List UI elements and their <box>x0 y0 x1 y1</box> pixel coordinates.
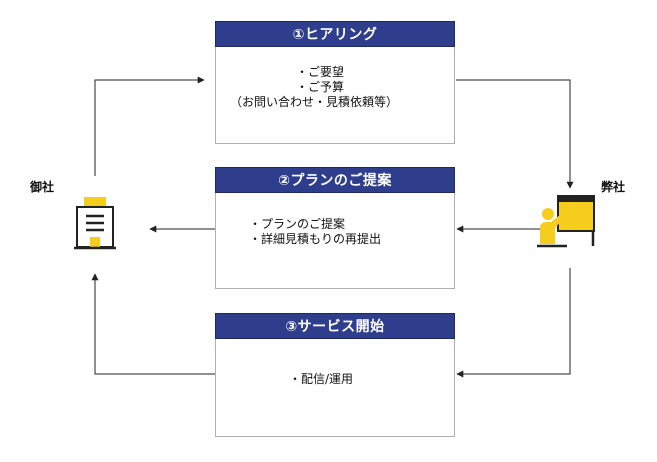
step-hearing-line: ・ご要望 <box>296 65 345 79</box>
office-building-icon <box>74 197 116 250</box>
company-label: 弊社 <box>601 180 626 194</box>
step-proposal-line: ・プランのご提案 <box>249 217 346 231</box>
step-service-title: ③サービス開始 <box>285 319 385 335</box>
step-proposal-title: ②プランのご提案 <box>278 173 392 189</box>
arrow-company-to-service <box>456 268 571 378</box>
client-label: 御社 <box>30 180 55 194</box>
step-service-header: ③サービス開始 <box>215 313 455 339</box>
step-proposal-line: ・詳細見積もりの再提出 <box>249 232 382 246</box>
step-hearing-line: （お問い合わせ・見積依頼等） <box>230 95 399 109</box>
step-hearing-line: ・ご予算 <box>296 80 345 94</box>
step-service-line: ・配信/運用 <box>289 372 354 386</box>
step-hearing-title: ①ヒアリング <box>292 27 378 43</box>
step-hearing-box: ・ご要望 ・ご予算 （お問い合わせ・見積依頼等） <box>215 47 455 144</box>
step-hearing-header: ①ヒアリング <box>215 21 455 47</box>
step-service-box: ・配信/運用 <box>215 339 455 437</box>
person-presenting-board-icon <box>537 195 595 248</box>
arrow-hearing-to-company <box>456 79 574 189</box>
arrow-service-to-client <box>91 273 215 375</box>
step-proposal-header: ②プランのご提案 <box>215 167 455 193</box>
arrow-client-to-hearing <box>94 76 205 176</box>
step-proposal-box: ・プランのご提案 ・詳細見積もりの再提出 <box>215 193 455 289</box>
